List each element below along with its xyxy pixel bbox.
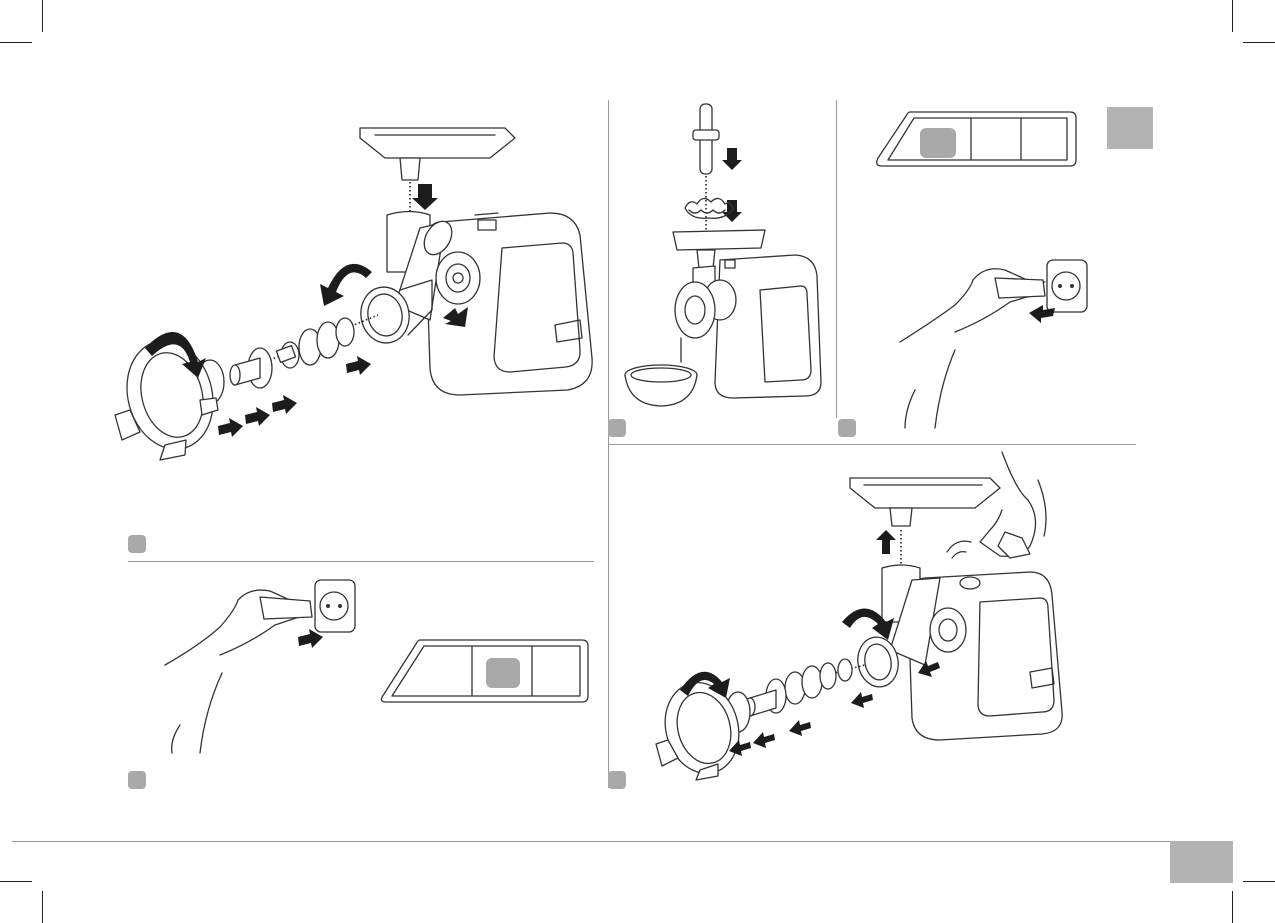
crop-mark — [1232, 0, 1233, 32]
vertical-divider-right — [836, 100, 837, 418]
section-tab — [1107, 107, 1153, 149]
step-badge-plug-out — [128, 771, 146, 789]
cutting-plate-icon — [230, 348, 272, 388]
cutting-plate-icon — [745, 679, 786, 716]
crop-mark — [42, 0, 43, 32]
push-arrow-icon — [412, 184, 438, 210]
pull-up-arrow-icon — [876, 530, 896, 554]
feeding-tray-icon — [360, 128, 515, 180]
meat-grinder-icon — [357, 212, 593, 396]
step-badge-assembly — [128, 535, 146, 553]
bottom-control-panel — [376, 636, 591, 706]
crop-mark — [0, 42, 32, 43]
step-badge-feeding — [608, 419, 626, 437]
meat-grinder-icon — [854, 565, 1062, 740]
pull-arrow-icon — [851, 692, 873, 708]
horizontal-divider-left — [128, 561, 594, 562]
locking-ring-icon — [655, 674, 748, 782]
page-number-block — [1170, 841, 1233, 883]
crop-mark — [1243, 881, 1275, 882]
active-mode-button — [920, 128, 956, 158]
active-mode-button — [486, 658, 520, 688]
pull-arrow-icon — [753, 732, 775, 748]
hand-icon — [900, 269, 1045, 428]
step-badge-plug-in — [838, 419, 856, 437]
push-arrow-icon — [722, 148, 742, 170]
wall-socket-icon — [1047, 260, 1087, 312]
push-arrow-icon — [346, 356, 371, 375]
plug-out-illustration — [160, 575, 360, 755]
crop-mark — [42, 891, 43, 923]
top-control-panel — [870, 108, 1080, 170]
feeding-tray-icon — [850, 478, 1000, 526]
locking-ring-icon — [115, 331, 225, 460]
push-arrow-icon — [218, 418, 243, 437]
hand-icon — [980, 452, 1046, 558]
meat-icon — [685, 198, 733, 218]
step-badge-disassembly — [608, 771, 626, 789]
horizontal-divider-right — [608, 444, 1136, 445]
push-arrow-icon — [272, 395, 297, 414]
feeding-illustration — [615, 100, 835, 410]
pusher-icon — [693, 104, 719, 174]
hand-icon — [165, 590, 312, 753]
crop-mark — [1232, 891, 1233, 923]
disassembly-illustration — [650, 450, 1080, 780]
push-arrow-icon — [245, 407, 270, 426]
wall-socket-icon — [315, 580, 355, 632]
auger-icon — [276, 318, 354, 368]
plug-in-illustration — [895, 250, 1095, 430]
crop-mark — [0, 881, 32, 882]
bowl-icon — [625, 365, 697, 406]
crop-mark — [1243, 42, 1275, 43]
pull-arrow-icon — [789, 720, 811, 736]
footer-rule — [12, 841, 1170, 842]
assembly-illustration — [110, 110, 600, 470]
auger-icon — [785, 659, 852, 704]
